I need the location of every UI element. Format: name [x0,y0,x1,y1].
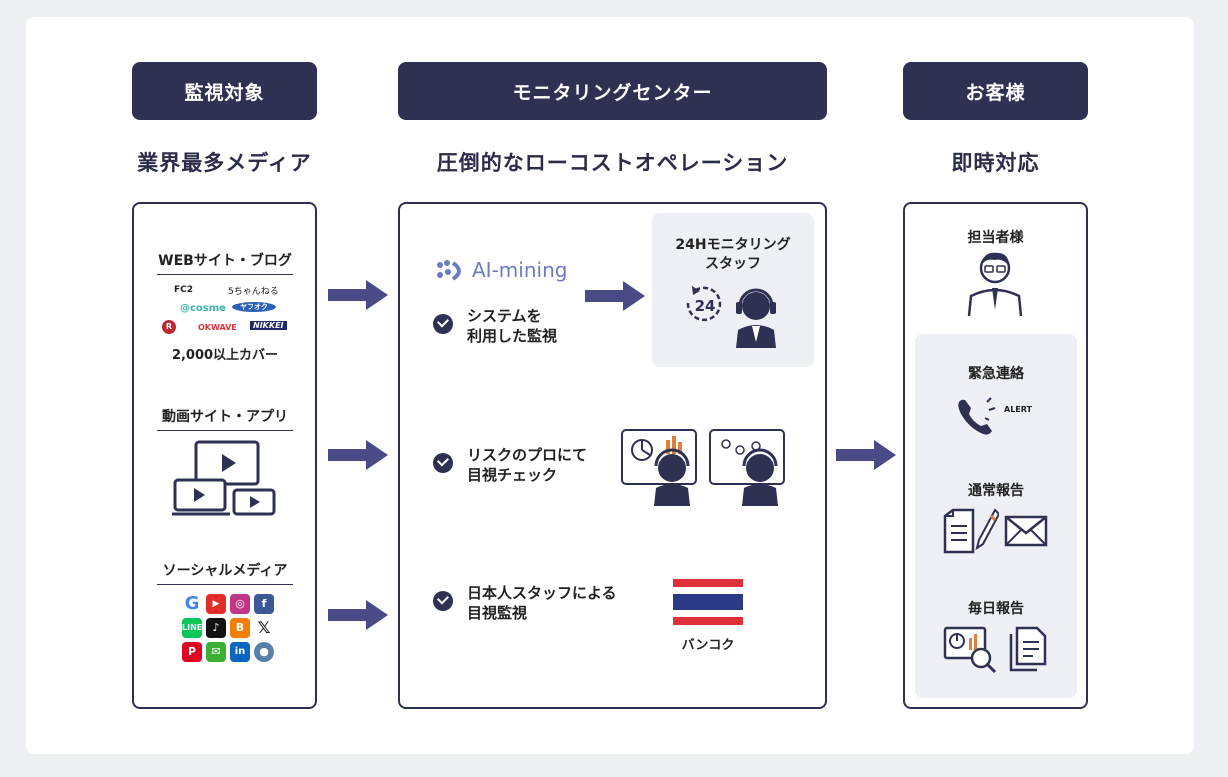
5ch-logo: 5ちゃんねる [228,287,279,297]
linkedin-icon: in [230,642,250,662]
contact-person-icon [967,252,1023,316]
analytics-report-icon [943,626,997,674]
envelope-icon [1004,515,1048,547]
daily-report-label: 毎日報告 [968,601,1024,617]
svg-text:24: 24 [695,297,716,315]
japanese-staff-text: 日本人スタッフによる 目視監視 [467,584,617,622]
coverage-text: 2,000以上カバー [171,348,279,363]
google-icon: G [182,594,202,614]
yahuoku-logo: ヤフオク [232,302,276,312]
urgent-contact-label: 緊急連絡 [968,366,1024,382]
bangkok-label: バンコク [681,638,735,653]
clock-24-icon: 24 [686,286,722,322]
video-app-title: 動画サイト・アプリ [157,406,293,431]
check-icon [433,453,453,473]
cosme-logo: @cosme [180,303,226,314]
arrow-to-staff [585,281,645,311]
risk-check-text: リスクのプロにて 目視チェック [467,446,588,484]
tiktok-icon: ♪ [206,618,226,638]
wechat-icon: ✉ [206,642,226,662]
arrow-social [328,600,388,630]
web-blog-title: WEBサイト・ブログ [157,250,293,275]
subtitle-immediate-response: 即時対応 [951,151,1040,175]
staff-panel [652,213,814,367]
alert-label: ALERT [1004,405,1033,414]
location-pin-icon: ● [254,642,274,662]
subtitle-low-cost-operation: 圧倒的なローコストオペレーション [436,151,789,175]
okwave-logo: OKWAVE [198,323,237,332]
header-monitoring-targets: 監視対象 [132,62,317,120]
header-customer: お客様 [903,62,1088,120]
arrow-video [328,440,388,470]
rakuten-logo: R [162,320,176,334]
arrow-to-customer [836,440,896,470]
ai-mining-logo-icon [437,260,461,281]
social-media-title: ソーシャルメディア [157,560,293,585]
document-stack-icon [1009,626,1047,672]
regular-report-label: 通常報告 [968,483,1024,499]
analysts-at-monitors-icon [621,429,785,506]
facebook-icon: f [254,594,274,614]
youtube-icon: ▶ [206,594,226,614]
x-icon: 𝕏 [254,618,274,638]
line-icon: LINE [182,618,202,638]
nikkei-logo: NIKKEI [250,321,287,330]
operator-icon [736,288,776,348]
subtitle-most-media: 業界最多メディア [137,151,312,175]
staff-panel-title: 24Hモニタリング スタッフ [675,237,791,272]
ai-mining-logo-text: AI-mining [472,258,568,282]
system-monitoring-text: システムを 利用した監視 [467,307,558,345]
fc2-logo: FC2 [174,285,194,295]
header-monitoring-center: モニタリングセンター [398,62,827,120]
thailand-flag-icon [673,579,743,625]
social-icons: G ▶ ◎ f LINE ♪ B 𝕏 P ✉ in ● [168,594,288,662]
check-icon [433,314,453,334]
arrow-web [328,280,388,310]
devices-icon [172,440,276,516]
document-pen-icon [943,508,999,554]
instagram-icon: ◎ [230,594,250,614]
phone-icon [958,397,996,435]
web-logos: FC2 5ちゃんねる @cosme ヤフオク R OKWAVE NIKKEI [152,282,298,338]
pinterest-icon: P [182,642,202,662]
check-icon [433,591,453,611]
blogger-icon: B [230,618,250,638]
contact-person-label: 担当者様 [967,230,1024,246]
